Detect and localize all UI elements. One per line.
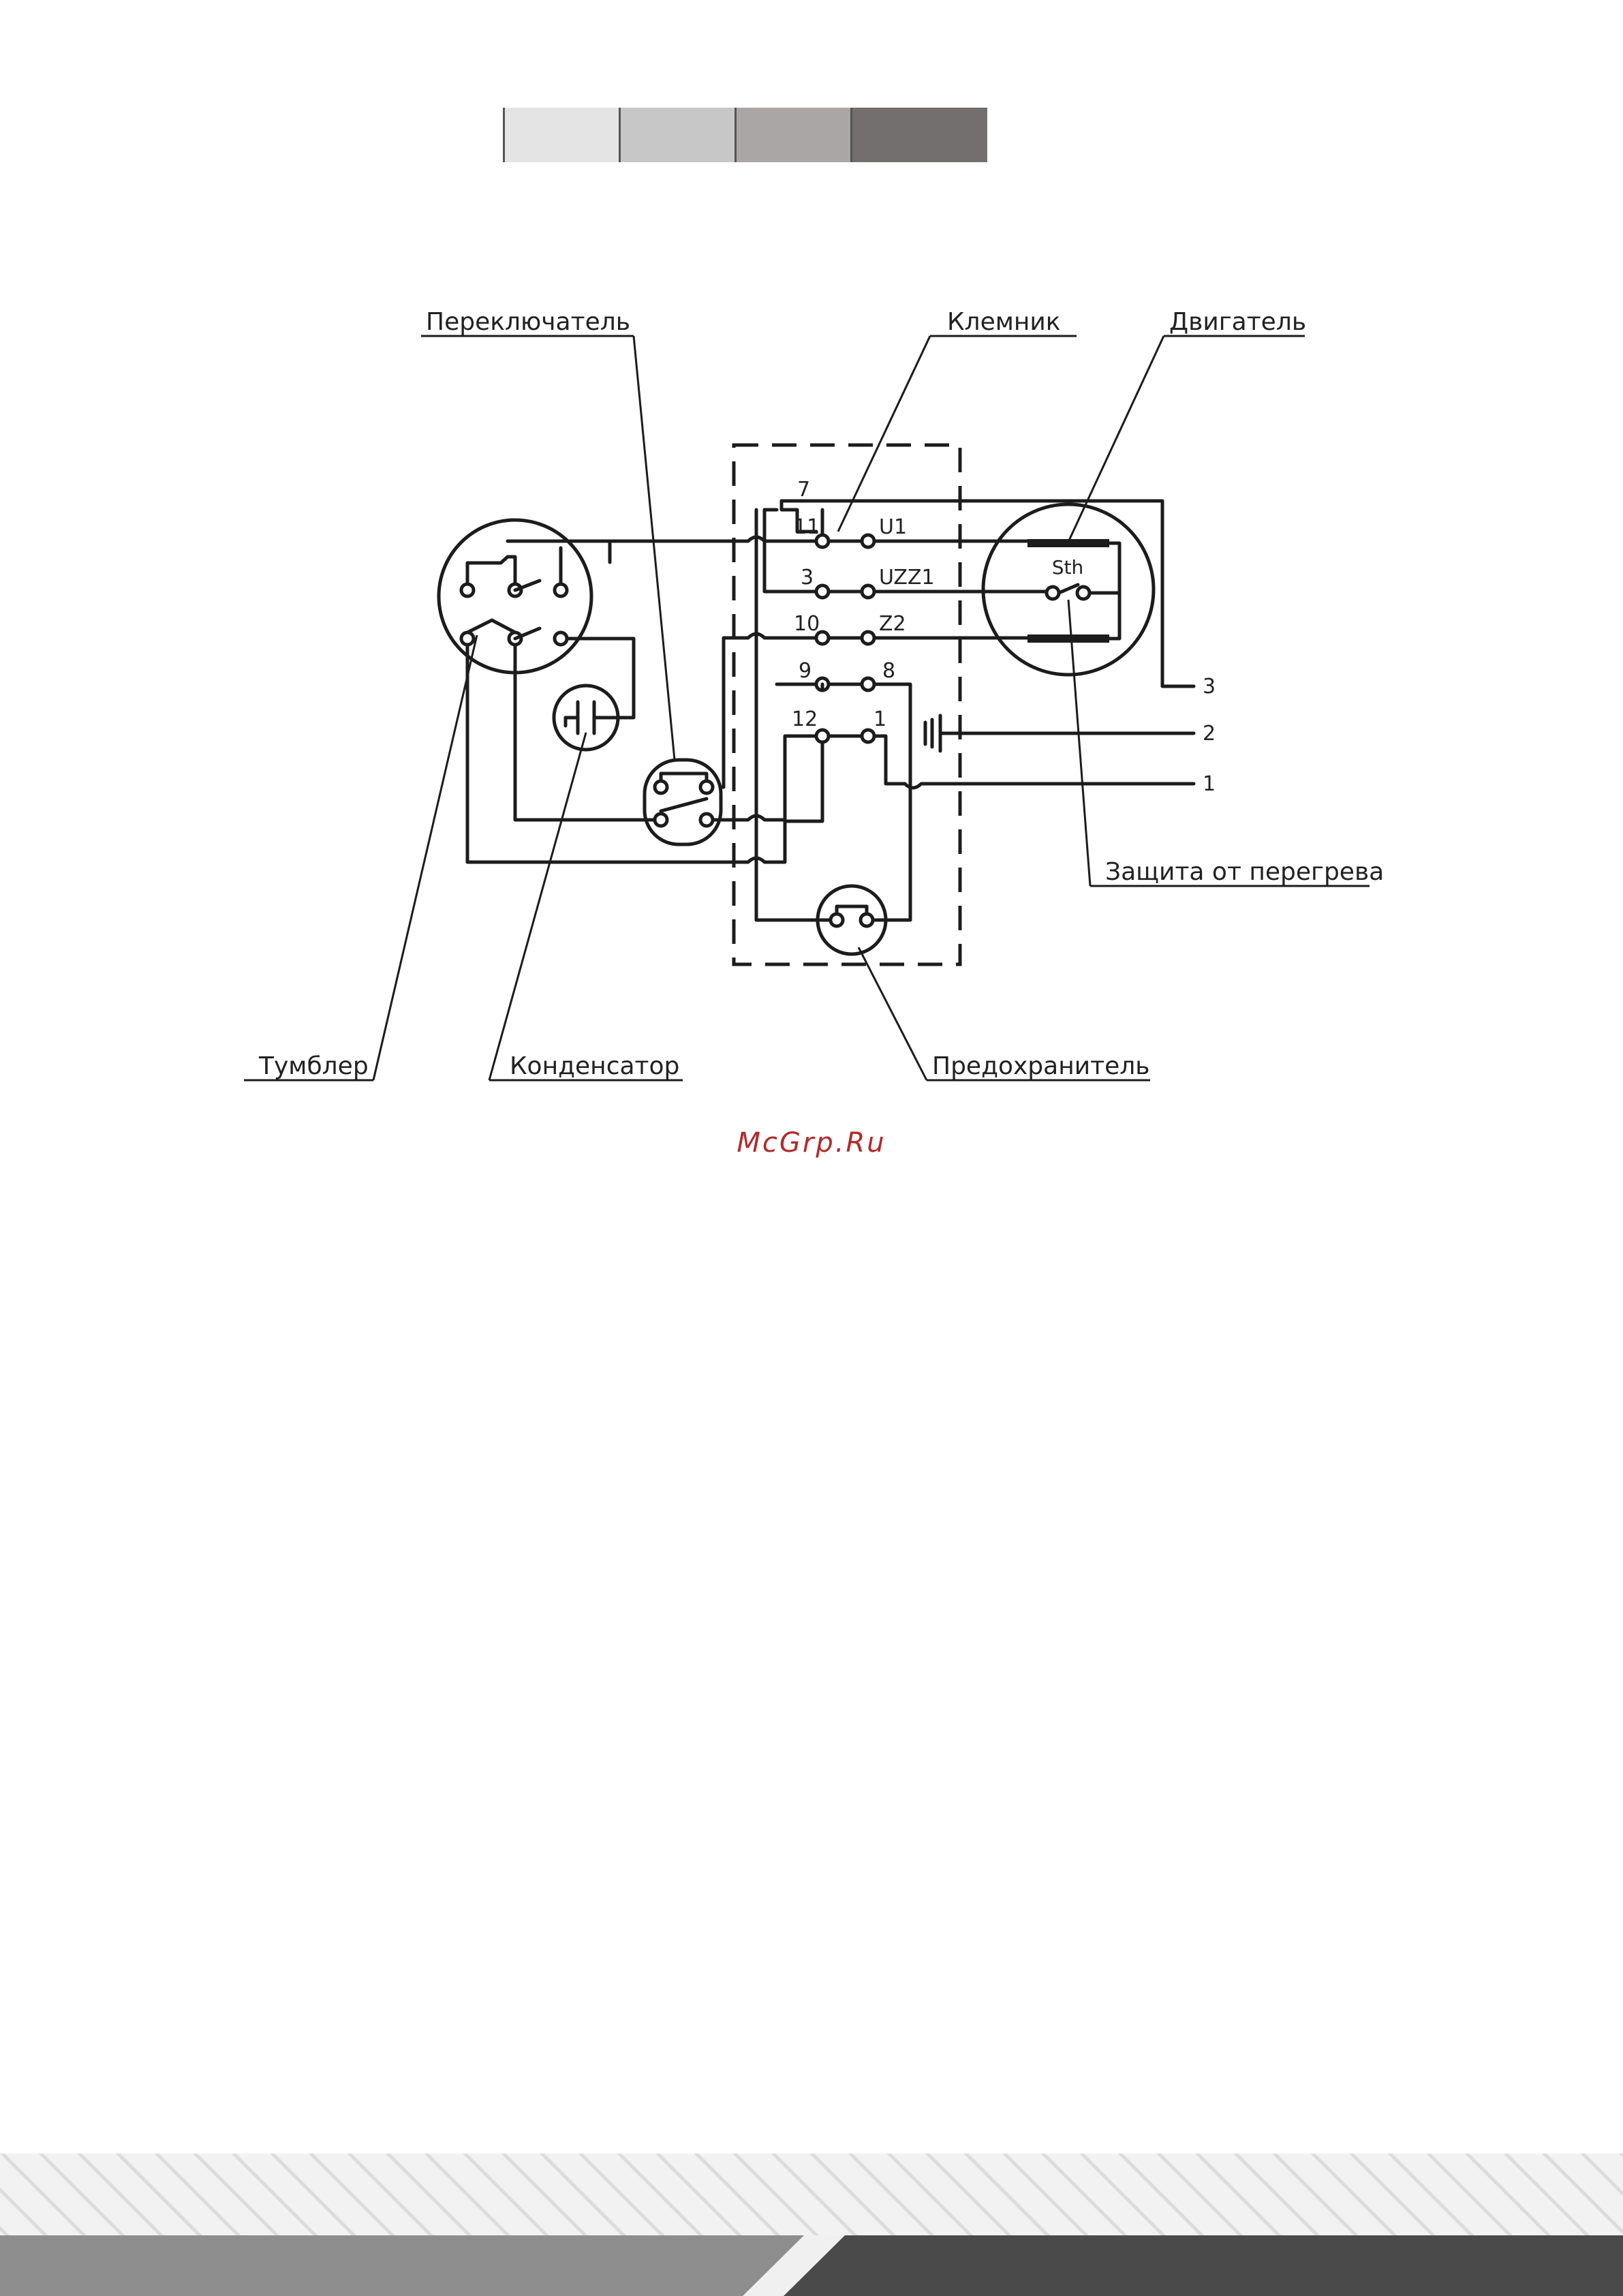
label-fuse: Предохранитель	[932, 1052, 1149, 1080]
terminal-z2: Z2	[879, 612, 906, 636]
label-toggle: Тумблер	[258, 1052, 369, 1080]
output-labels: 3 2 1	[1203, 675, 1216, 796]
label-switch: Переключатель	[426, 308, 630, 336]
footer-band	[0, 2154, 1623, 2296]
selector-switch	[645, 760, 721, 844]
label-terminal-block: Клемник	[947, 308, 1061, 336]
terminal-labels: 7 11 3 10 9 8 12 1 U1 UZZ1 Z2	[792, 478, 935, 731]
terminal-8: 8	[882, 659, 895, 683]
output-2: 2	[1203, 722, 1216, 746]
label-overheat-protection: Защита от перегрева	[1105, 858, 1384, 886]
terminal-9: 9	[799, 659, 812, 683]
output-3: 3	[1203, 675, 1216, 699]
terminal-contacts	[816, 535, 874, 742]
terminal-u1: U1	[879, 515, 907, 539]
motor-sth-label: Sth	[1052, 556, 1084, 579]
terminal-3: 3	[801, 566, 814, 590]
label-motor: Двигатель	[1169, 308, 1306, 336]
terminal-1: 1	[874, 707, 886, 731]
terminal-11: 11	[794, 515, 820, 539]
label-capacitor: Конденсатор	[510, 1052, 679, 1080]
terminal-10: 10	[794, 612, 820, 636]
terminal-uzz1: UZZ1	[879, 566, 935, 590]
wiring-diagram: Sth	[0, 0, 1623, 1159]
terminal-7: 7	[797, 478, 810, 502]
output-1: 1	[1203, 772, 1216, 796]
terminal-12: 12	[792, 707, 818, 731]
ground-symbol	[925, 716, 940, 751]
watermark: McGrp.Ru	[0, 1127, 1623, 1159]
motor: Sth	[983, 504, 1154, 675]
